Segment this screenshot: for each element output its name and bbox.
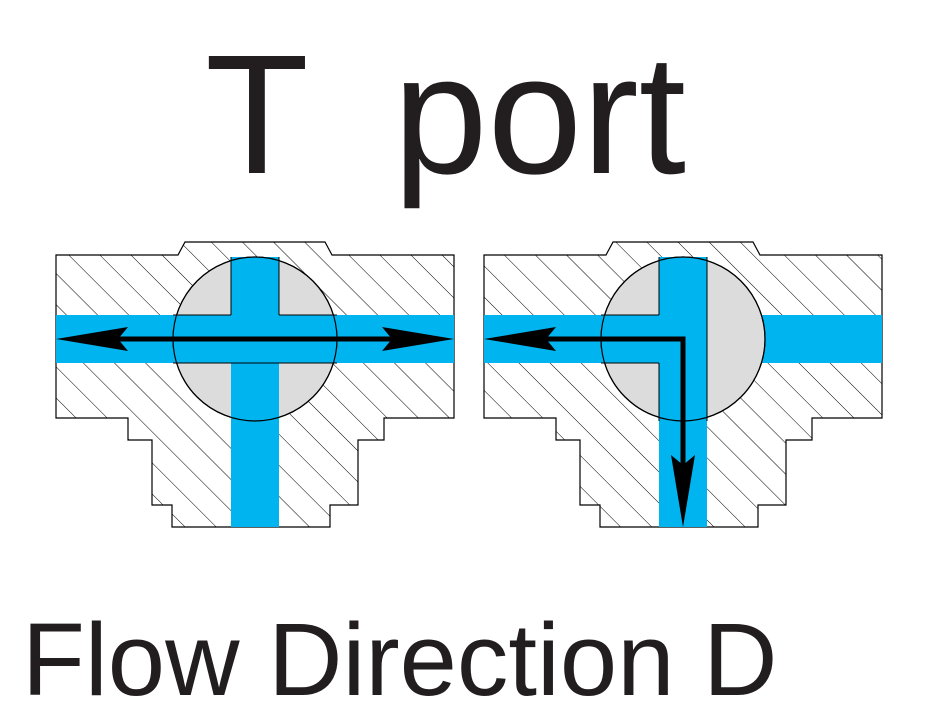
flow-arrow-left-right [56,327,454,351]
flow-arrow-left-down [484,327,695,527]
valve-diagram-elbow [483,241,883,528]
diagram-title: T port [205,20,686,210]
flow-direction-caption: Flow Direction D [22,602,778,717]
valve-diagram-straight [55,241,455,528]
